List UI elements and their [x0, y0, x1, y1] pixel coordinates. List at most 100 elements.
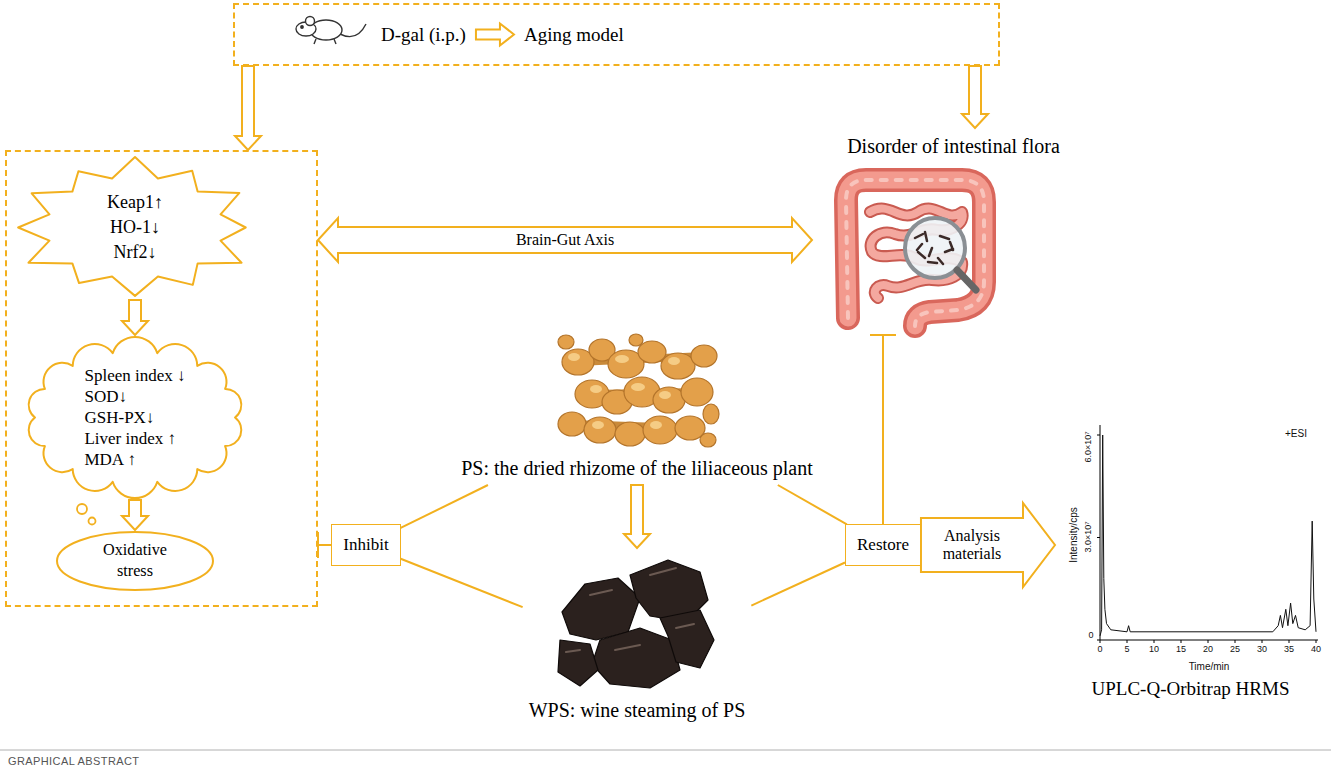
text-group: PS: the dried rhizome of the liliaceous … — [461, 456, 813, 481]
inhibit-box: Inhibit — [331, 524, 400, 565]
caption-rule — [0, 750, 1331, 751]
hollow-arrow — [235, 66, 261, 150]
chromatogram — [1100, 425, 1318, 640]
node-text: SOD↓ — [84, 386, 127, 407]
tick-label: 30 — [1257, 645, 1267, 655]
tick-label: 35 — [1284, 645, 1294, 655]
tick-label: 25 — [1230, 645, 1240, 655]
rhizome-photo — [643, 416, 677, 444]
cloud-tail-bubbles — [89, 518, 96, 525]
axis-label: Intensity/cps — [1068, 507, 1079, 563]
tick-label: 20 — [1203, 645, 1213, 655]
figure-caption: GRAPHICAL ABSTRACT — [8, 755, 140, 767]
tick-label: 5 — [1124, 645, 1129, 655]
inhibition-line — [318, 532, 331, 558]
steamed-rhizome-photo — [562, 578, 640, 640]
mechanism-box: Keap1↑HO-1↓Nrf2↓ Spleen index ↓SOD↓GSH-PX… — [5, 150, 318, 607]
rhizome-photo — [615, 422, 645, 446]
rhizome-photo — [590, 385, 602, 393]
tick-label: 0 — [1097, 645, 1102, 655]
text-group: Oxidative stress — [85, 540, 185, 582]
node-text: HO-1↓ — [110, 215, 160, 240]
rhizome-photo — [638, 341, 666, 363]
node-text: Aging model — [524, 23, 624, 47]
model-box: D-gal (i.p.) Aging model — [233, 3, 1000, 66]
rhizome-photo — [629, 334, 643, 346]
rhizome-photo — [631, 383, 645, 391]
text-group: Spleen index ↓SOD↓GSH-PX↓Liver index ↑MD… — [84, 365, 185, 470]
node-text: D-gal (i.p.) — [381, 23, 466, 47]
tick-label: 40 — [1311, 645, 1321, 655]
intestine-illustration — [957, 270, 976, 290]
rhizome-photo — [681, 378, 713, 406]
intestine-illustration — [846, 180, 984, 326]
rhizome-photo — [568, 353, 680, 429]
cloud-tail-bubbles — [77, 504, 87, 514]
connector-line — [778, 485, 847, 524]
text-group: Inhibit — [343, 534, 388, 555]
rhizome-photo — [661, 353, 695, 379]
hollow-arrow — [962, 66, 988, 128]
rhizome-photo — [703, 404, 719, 424]
rhizome-photo — [558, 334, 719, 447]
steamed-rhizome-photo — [558, 640, 598, 686]
tick-label: 6.0×10⁷ — [1084, 431, 1094, 462]
node-text: Spleen index ↓ — [84, 365, 185, 386]
ion-mode-label: +ESI — [1285, 428, 1307, 439]
rhizome-photo — [691, 345, 717, 367]
rhizome-photo — [584, 417, 616, 443]
ellipse-shape-outline — [55, 530, 215, 592]
herb-node: PS: the dried rhizome of the liliaceous … — [455, 332, 819, 485]
tick-label: 10 — [1149, 645, 1159, 655]
connector-line — [401, 485, 488, 528]
node-text: Nrf2↓ — [113, 240, 156, 265]
intestine-illustration — [846, 180, 984, 326]
intestine-illustration — [846, 180, 984, 326]
rhizome-photo — [650, 421, 662, 429]
intestine-illustration — [915, 232, 953, 264]
rhizome-photo — [700, 433, 716, 447]
rhizome-photo — [558, 412, 586, 436]
connector-line — [751, 562, 845, 605]
text-group: UPLC-Q-Orbitrap HRMS — [1092, 677, 1290, 701]
node-text: Restore — [857, 534, 909, 555]
rhizome-photo — [659, 391, 671, 399]
edge-label: Brain-Gut Axis — [513, 231, 617, 249]
steamed-rhizome-photo — [558, 560, 714, 688]
text-group: Disorder of intestinal flora — [847, 134, 1060, 159]
text-group: Restore — [857, 534, 909, 555]
steamed-rhizome-photo — [566, 568, 694, 652]
node-text: Keap1↑ — [107, 190, 163, 215]
node-text: PS: the dried rhizome of the liliaceous … — [461, 456, 813, 481]
node-text: WPS: wine steaming of PS — [529, 698, 746, 723]
double-hollow-arrow — [318, 218, 812, 262]
ellipse-shape: Oxidative stress — [55, 530, 215, 592]
text-group: Keap1↑HO-1↓Nrf2↓ — [107, 190, 163, 265]
node-text: Liver index ↑ — [84, 428, 176, 449]
hollow-arrow — [122, 500, 148, 530]
hollow-arrow — [624, 485, 650, 548]
node-text: UPLC-Q-Orbitrap HRMS — [1092, 677, 1290, 701]
node-text: Oxidative stress — [85, 540, 185, 582]
steamed-rhizome-photo — [660, 610, 714, 668]
rhizome-photo — [592, 421, 604, 429]
cloud-shape-outline — [29, 337, 242, 498]
steamed-rhizome-photo — [592, 628, 680, 688]
tick-label: 3.0×10⁷ — [1084, 521, 1094, 552]
rhizome-photo — [668, 357, 680, 365]
cloud-shape: Spleen index ↓SOD↓GSH-PX↓Liver index ↑MD… — [15, 335, 255, 500]
star-burst: Keap1↑HO-1↓Nrf2↓ — [10, 155, 260, 300]
node-text: MDA ↑ — [84, 449, 135, 470]
tick-label: 0 — [1088, 631, 1093, 641]
node-text: Inhibit — [343, 534, 388, 555]
mouse-icon — [314, 39, 336, 44]
mouse-icon — [296, 17, 366, 45]
large-hollow-arrow — [921, 503, 1055, 587]
star-burst-outline — [18, 157, 246, 296]
flora-node: Disorder of intestinal flora — [812, 128, 1095, 335]
tick-label: 15 — [1176, 645, 1186, 655]
edge-label: Analysis materials — [926, 527, 1018, 564]
analysis-node: UPLC-Q-Orbitrap HRMS — [1055, 405, 1326, 705]
mouse-icon — [340, 24, 366, 37]
chromatogram — [1100, 435, 1316, 636]
